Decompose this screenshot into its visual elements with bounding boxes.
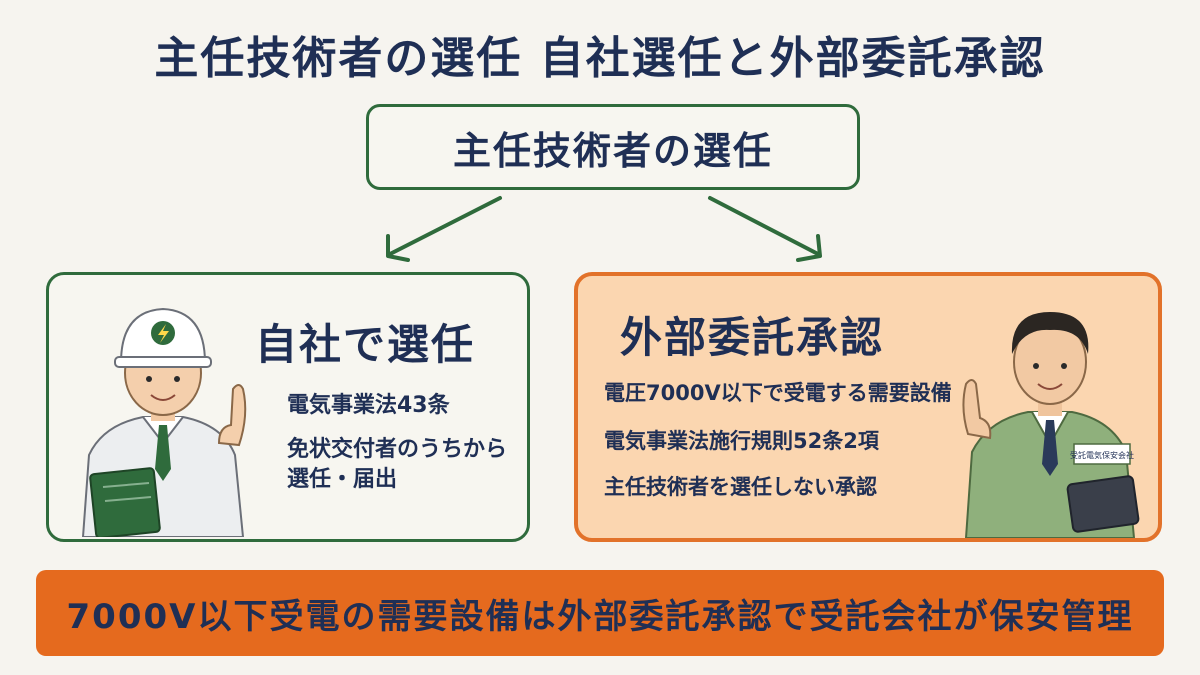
in-house-description: 免状交付者のうちから選任・届出 [287,437,508,492]
panel-in-house-selection: 自社で選任 電気事業法43条 免状交付者のうちから選任・届出 [46,272,530,542]
outsourcing-description: 主任技術者を選任しない承認 [604,475,877,499]
outsourcing-voltage-condition: 電圧7000V以下で受電する需要設備 [604,381,952,405]
arrow-left [388,196,502,256]
outsourcing-heading: 外部委託承認 [620,313,885,362]
in-house-heading: 自社で選任 [255,320,476,369]
summary-banner: 7000V以下受電の需要設備は外部委託承認で受託会社が保安管理 [36,570,1164,656]
in-house-law-reference: 電気事業法43条 [287,393,450,418]
arrow-right [708,196,820,256]
panel-outsourcing-approval: 外部委託承認 電圧7000V以下で受電する需要設備 電気事業法施行規則52条2項… [574,272,1162,542]
top-box-selection: 主任技術者の選任 [366,104,860,190]
arrow-right-head [796,234,822,262]
engineer-figure [81,307,247,537]
businessman-figure: 受託電気保安会社 [962,312,1140,538]
company-badge: 受託電気保安会社 [1070,450,1134,460]
page-title: 主任技術者の選任 自社選任と外部委託承認 [154,33,1046,84]
summary-text: 7000V以下受電の需要設備は外部委託承認で受託会社が保安管理 [66,596,1134,637]
outsourcing-law-reference: 電気事業法施行規則52条2項 [604,429,879,453]
arrow-left-head [386,234,410,262]
top-box-label: 主任技術者の選任 [452,128,773,173]
lightning-icon [151,321,175,345]
